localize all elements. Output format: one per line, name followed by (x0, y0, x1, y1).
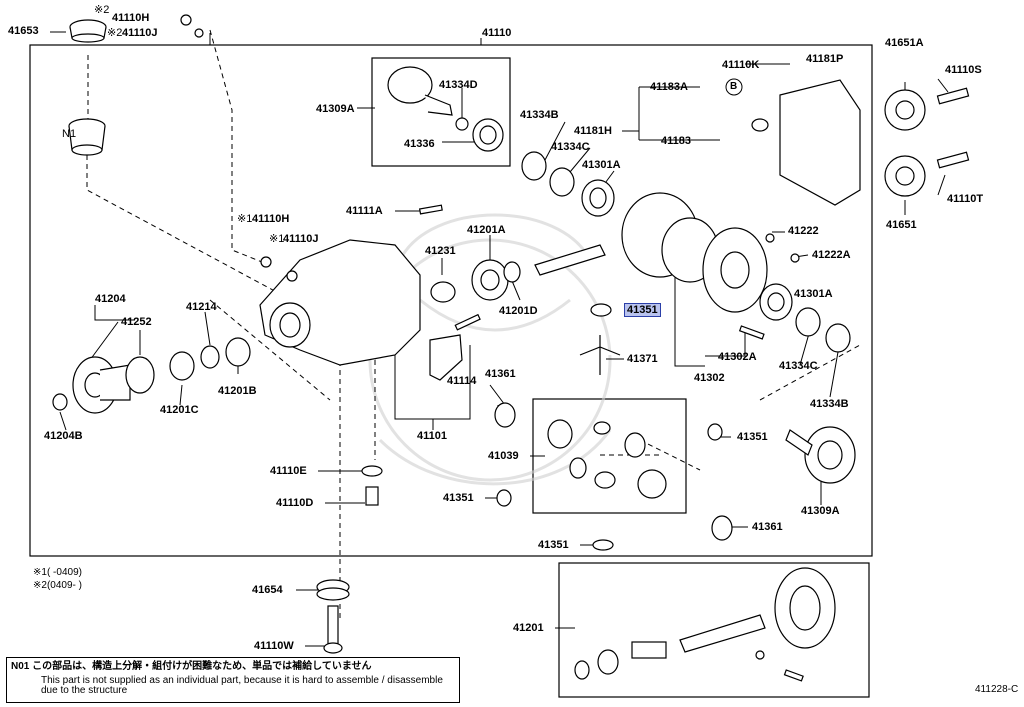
legend-line-1: ※1( -0409) (33, 567, 82, 578)
label-41204: 41204 (95, 293, 126, 305)
label-mark1-h: ※1 (237, 213, 253, 225)
label-41201: 41201 (513, 622, 544, 634)
label-41653: 41653 (8, 25, 39, 37)
label-41110t: 41110T (947, 193, 984, 205)
inset-41309a-frame (371, 57, 511, 167)
b-marker-circle (725, 78, 743, 96)
label-41181h: 41181H (574, 125, 612, 137)
label-41351-right: 41351 (737, 431, 768, 443)
label-41214: 41214 (186, 301, 217, 313)
label-41204b: 41204B (44, 430, 83, 442)
label-41361-left: 41361 (485, 368, 516, 380)
label-41222: 41222 (788, 225, 819, 237)
footnote-japanese: N01 この部品は、構造上分解・組付けが困難なため、単品では補給していません (11, 661, 372, 672)
footnote-english: This part is not supplied as an individu… (41, 675, 443, 696)
label-41111a: 41111A (346, 205, 383, 217)
label-41309a-top: 41309A (316, 103, 355, 115)
legend-line-2: ※2(0409- ) (33, 580, 82, 591)
label-41371: 41371 (627, 353, 658, 365)
label-41201a: 41201A (467, 224, 506, 236)
label-41334c-top: 41334C (551, 141, 590, 153)
label-41651a: 41651A (885, 37, 924, 49)
label-41361-bottom: 41361 (752, 521, 783, 533)
label-41336: 41336 (404, 138, 435, 150)
label-41334b-right: 41334B (810, 398, 849, 410)
label-41110s: 41110S (945, 64, 982, 76)
label-41301a-right: 41301A (794, 288, 833, 300)
main-assembly-frame (29, 44, 873, 557)
label-41334c-right: 41334C (779, 360, 818, 372)
label-41101: 41101 (417, 430, 447, 442)
label-41110j-mid: 41110J (283, 233, 319, 245)
label-41334d: 41334D (439, 79, 478, 91)
label-b-marker: B (730, 81, 738, 92)
label-41110: 41110 (482, 27, 512, 39)
label-41302a: 41302A (718, 351, 757, 363)
label-41651: 41651 (886, 219, 917, 231)
label-mark1-j: ※1 (269, 233, 285, 245)
label-41110k: 41110K (722, 59, 760, 71)
label-mark2-top: ※2 (94, 4, 110, 16)
label-41201d: 41201D (499, 305, 538, 317)
label-41183: 41183 (661, 135, 691, 147)
diagram-code: 411228-C (975, 684, 1019, 695)
label-41231: 41231 (425, 245, 456, 257)
label-41222a: 41222A (812, 249, 851, 261)
footnote-box: N01 この部品は、構造上分解・組付けが困難なため、単品では補給していません T… (6, 657, 460, 703)
label-41110d: 41110D (276, 497, 314, 509)
label-41252: 41252 (121, 316, 152, 328)
label-41351-bottom: 41351 (538, 539, 569, 551)
label-41309a-bottom: 41309A (801, 505, 840, 517)
label-41110j-top: 41110J (122, 27, 158, 39)
label-n1: N1 (62, 128, 77, 140)
part-shapes (52, 14, 970, 682)
label-41201b: 41201B (218, 385, 257, 397)
label-41302: 41302 (694, 372, 725, 384)
label-41114: 41114 (447, 375, 477, 387)
inset-41039-frame (532, 398, 687, 514)
label-41334b-top: 41334B (520, 109, 559, 121)
label-mark2-j: ※2 (107, 27, 123, 39)
label-41183a: 41183A (650, 81, 688, 93)
label-41301a-top: 41301A (582, 159, 621, 171)
label-41110h-mid: 41110H (252, 213, 290, 225)
label-41181p: 41181P (806, 53, 844, 65)
inset-41201-frame (558, 562, 870, 698)
label-41110e: 41110E (270, 465, 307, 477)
label-41201c: 41201C (160, 404, 199, 416)
label-41351-left: 41351 (443, 492, 474, 504)
label-41110w: 41110W (254, 640, 294, 652)
label-41351-highlighted[interactable]: 41351 (624, 303, 661, 317)
label-41039: 41039 (488, 450, 519, 462)
label-41110h-top: 41110H (112, 12, 150, 24)
label-41654: 41654 (252, 584, 283, 596)
dashed-guide-lines (86, 29, 861, 620)
